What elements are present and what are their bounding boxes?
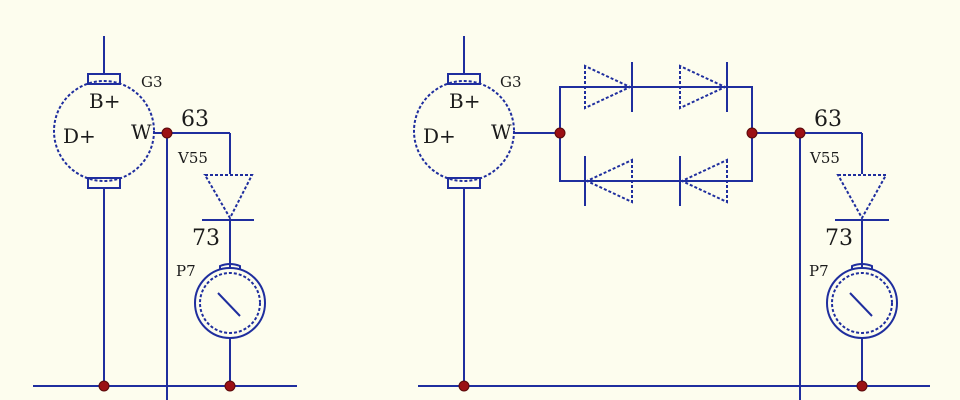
wire-number-73: 73 bbox=[825, 226, 853, 251]
diode-triangle bbox=[584, 158, 633, 204]
diode-v55: V55 73 bbox=[809, 149, 889, 268]
term-d-label: D+ bbox=[63, 124, 96, 148]
junction-node bbox=[856, 380, 868, 392]
junction-node bbox=[554, 127, 566, 139]
junction-node bbox=[794, 127, 806, 139]
indicator-lamp-p7: P7 bbox=[809, 262, 898, 386]
junction-node bbox=[161, 127, 173, 139]
generator-body bbox=[413, 80, 515, 182]
diode-triangle bbox=[836, 174, 888, 221]
diode-ref-label: V55 bbox=[177, 149, 208, 167]
left-circuit: B+ D+ W G3 63 V55 73 P7 bbox=[33, 36, 297, 400]
term-b-label: B+ bbox=[89, 89, 120, 113]
right-circuit: B+ D+ W G3 bbox=[413, 36, 930, 400]
bridge-diode bbox=[584, 62, 633, 112]
wire-number-73: 73 bbox=[192, 226, 220, 251]
diode-triangle bbox=[679, 64, 728, 110]
wire-number-63: 63 bbox=[181, 107, 209, 132]
bridge-bottom-wire bbox=[559, 133, 753, 182]
lamp-outer-ring bbox=[194, 267, 266, 339]
generator-symbol: B+ D+ W G3 bbox=[413, 36, 522, 386]
bridge-diode bbox=[679, 156, 728, 206]
term-d-label: D+ bbox=[423, 124, 456, 148]
b-plus-brush bbox=[447, 73, 481, 85]
term-w-label: W bbox=[491, 120, 512, 144]
lamp-ref-label: P7 bbox=[176, 262, 196, 280]
junction-node bbox=[746, 127, 758, 139]
bridge-diode bbox=[679, 62, 728, 112]
lamp-ref-label: P7 bbox=[809, 262, 829, 280]
lamp-cap bbox=[851, 263, 873, 270]
lamp-inner-ring bbox=[199, 272, 261, 334]
term-w-label: W bbox=[131, 120, 152, 144]
generator-ref-label: G3 bbox=[500, 73, 522, 91]
bridge-diode bbox=[584, 156, 633, 206]
lamp-outer-ring bbox=[826, 267, 898, 339]
generator-body bbox=[53, 80, 155, 182]
wire-number-63: 63 bbox=[814, 107, 842, 132]
junction-node bbox=[458, 380, 470, 392]
diode-triangle bbox=[203, 174, 254, 221]
diode-triangle bbox=[679, 158, 728, 204]
lamp-filament bbox=[849, 292, 873, 317]
lamp-cap bbox=[219, 263, 241, 270]
junction-node bbox=[98, 380, 110, 392]
lamp-inner-ring bbox=[831, 272, 893, 334]
junction-node bbox=[224, 380, 236, 392]
lamp-filament bbox=[217, 292, 241, 317]
indicator-lamp-p7: P7 bbox=[176, 262, 266, 386]
term-b-label: B+ bbox=[449, 89, 480, 113]
generator-ref-label: G3 bbox=[141, 73, 163, 91]
diode-v55: V55 73 bbox=[177, 149, 254, 268]
diode-bridge bbox=[559, 62, 753, 206]
diode-triangle bbox=[584, 64, 633, 110]
generator-symbol: B+ D+ W G3 bbox=[53, 36, 163, 386]
bridge-top-wire bbox=[559, 86, 753, 133]
diode-ref-label: V55 bbox=[809, 149, 840, 167]
b-plus-brush bbox=[87, 73, 121, 85]
